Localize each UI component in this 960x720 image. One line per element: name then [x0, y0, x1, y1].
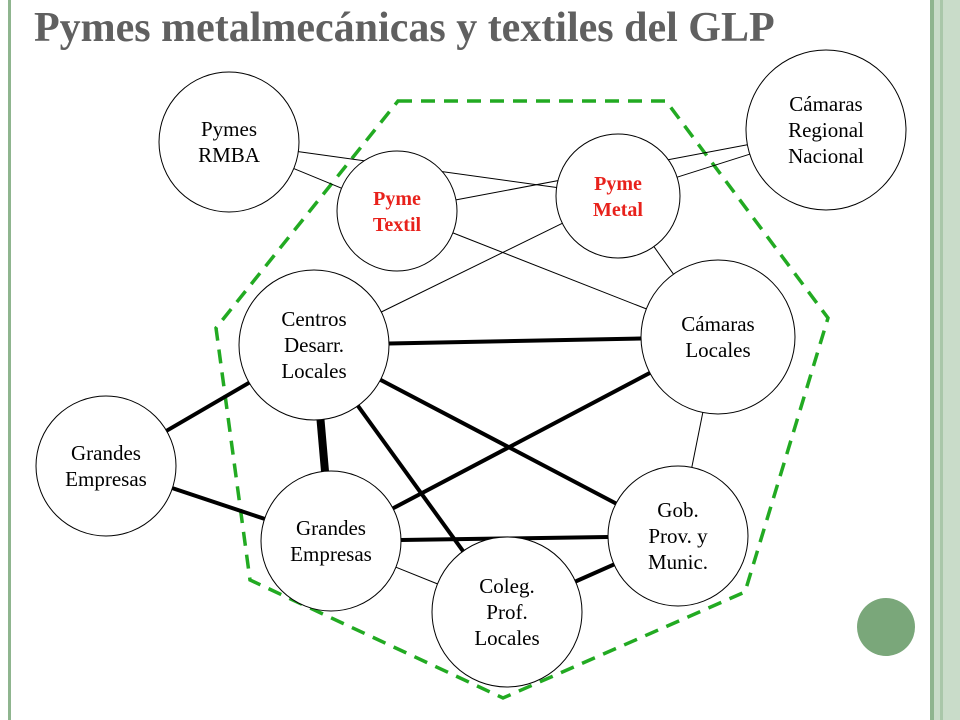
node-label: Locales — [281, 359, 346, 383]
edge-camaras-locales-grandes-empresas-int — [391, 371, 651, 511]
edge-pyme-textil-camaras-locales — [452, 232, 647, 310]
edge-grandes-empresas-int-coleg-prof — [395, 566, 438, 585]
node-label: Pymes — [201, 117, 257, 141]
node-circle — [745, 49, 907, 211]
node-label: Prof. — [486, 600, 527, 624]
node-label: Grandes — [296, 516, 366, 540]
slide-border-left — [8, 0, 11, 720]
node-label: Regional — [788, 118, 864, 142]
node-label: Pyme — [594, 173, 642, 195]
node-circle — [607, 465, 749, 607]
edge-pymes-rmba-pyme-textil — [293, 168, 342, 189]
edge-pyme-metal-camaras-locales — [653, 246, 674, 275]
node-circle — [238, 269, 390, 421]
node-label: Nacional — [788, 144, 864, 168]
node-label: RMBA — [198, 143, 261, 167]
node-circle — [431, 536, 583, 688]
edge-pyme-metal-centros-desarr — [381, 222, 563, 313]
node-label: Cámaras — [681, 312, 754, 336]
slide-border-right — [930, 0, 960, 720]
node-circle — [158, 71, 300, 213]
node-circle — [336, 150, 458, 272]
decorative-circle — [857, 598, 915, 656]
node-label: Empresas — [290, 542, 372, 566]
node-label: Coleg. — [479, 574, 534, 598]
node-label: Metal — [593, 199, 643, 221]
edge-coleg-prof-gob-prov-munic — [574, 562, 615, 584]
node-label: Prov. y — [648, 524, 708, 548]
node-label: Desarr. — [284, 333, 344, 357]
edge-pyme-metal-camaras-regional — [676, 153, 750, 178]
node-circle — [640, 259, 796, 415]
node-coleg-prof: Coleg.Prof.Locales — [431, 536, 583, 688]
edge-centros-desarr-grandes-empresas-int — [316, 419, 329, 472]
slide-title: Pymes metalmecánicas y textiles del GLP — [34, 5, 775, 51]
node-label: Grandes — [71, 441, 141, 465]
node-label: Centros — [281, 307, 346, 331]
node-label: Pyme — [373, 188, 421, 210]
node-label: Locales — [474, 626, 539, 650]
edge-centros-desarr-camaras-locales — [388, 336, 642, 346]
edge-camaras-locales-gob-prov-munic — [691, 412, 704, 468]
node-circle — [35, 395, 177, 537]
nodes-layer: PymesRMBAPymeTextilPymeMetalCámarasRegio… — [35, 49, 907, 688]
node-circle — [555, 133, 681, 259]
edges-layer — [165, 144, 750, 585]
node-label: Gob. — [657, 498, 698, 522]
node-circle — [260, 470, 402, 612]
node-label: Munic. — [648, 550, 708, 574]
node-label: Locales — [685, 338, 750, 362]
node-label: Cámaras — [789, 92, 862, 116]
edge-centros-desarr-grandes-empresas-ext — [165, 380, 251, 433]
edge-centros-desarr-gob-prov-munic — [379, 378, 617, 506]
node-label: Textil — [373, 214, 422, 236]
node-label: Empresas — [65, 467, 147, 491]
edge-grandes-empresas-ext-grandes-empresas-int — [171, 486, 266, 521]
edge-centros-desarr-coleg-prof — [356, 404, 465, 553]
